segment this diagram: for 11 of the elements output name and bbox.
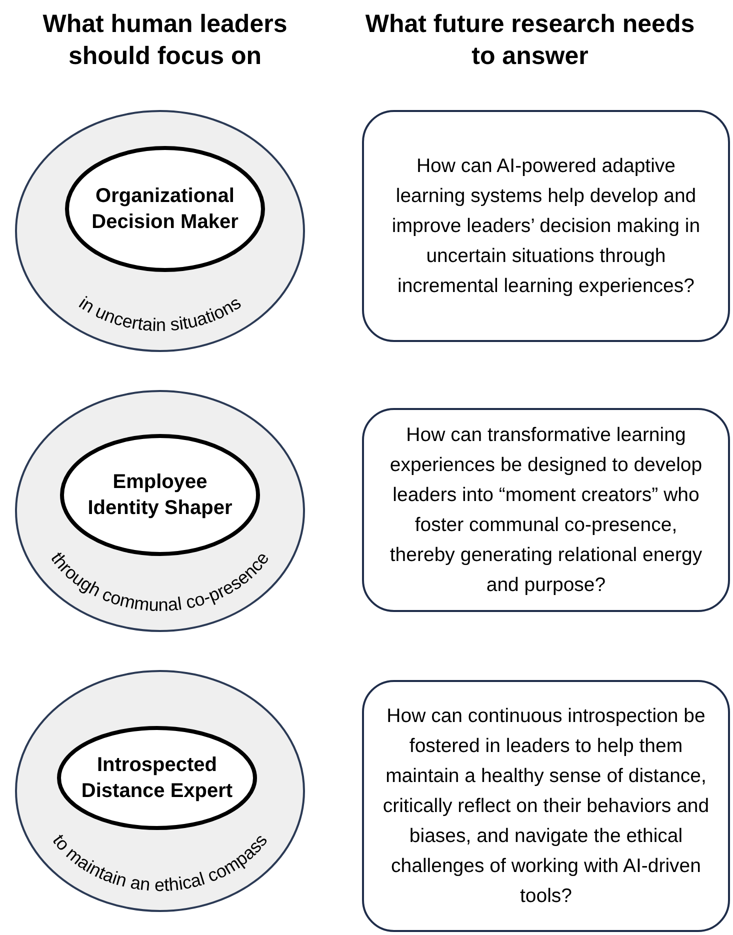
role-title: Introspected Distance Expert (80, 753, 234, 804)
question-text: How can continuous introspection be fostered in leaders to help them maintain a healthy sense of distance, critically reflect on their behaviors and biases, and navigate the ethical challenges of working with AI-driven tools? (382, 704, 710, 909)
column-heading: What future research needs to answer (365, 9, 695, 72)
column-heading: What human leaders should focus on (42, 9, 288, 72)
question-box (362, 680, 730, 932)
question-text: How can AI-powered adaptive learning systems help develop and improve leaders’ decision making in uncertain situations through incremental learning experiences? (390, 154, 702, 299)
question-text: How can transformative learning experiences be designed to develop leaders into “moment creators” who foster communal co-presence, thereby generating relational energy and purpose? (388, 423, 704, 598)
role-title: Organizational Decision Maker (90, 184, 240, 235)
role-title: Employee Identity Shaper (86, 470, 234, 521)
question-box (362, 110, 730, 342)
question-box (362, 408, 730, 612)
